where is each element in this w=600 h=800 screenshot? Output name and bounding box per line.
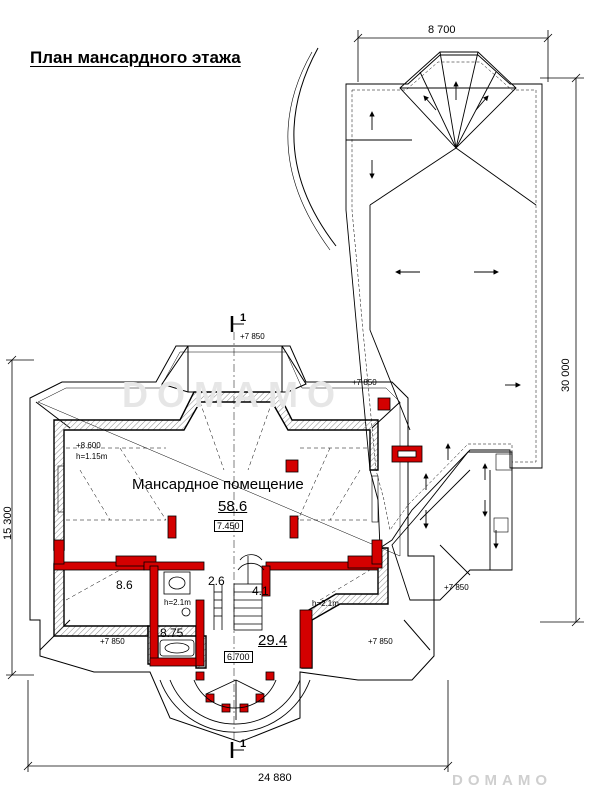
area-main: 58.6 (218, 498, 248, 515)
section-mark-top: 1 (240, 312, 247, 324)
level-main: 7.450 (214, 520, 243, 532)
slope-arrows (369, 81, 521, 549)
room-name-main: Мансардное помещение (132, 476, 304, 493)
height-left: h=1.15m (76, 452, 108, 461)
round-bay (159, 679, 311, 733)
page-title: План мансардного этажа (30, 48, 241, 67)
dim-left-height: 15 300 (2, 506, 14, 540)
height-right: h=2.1m (312, 599, 339, 608)
level-right-lower: +7 850 (444, 583, 469, 592)
dimension-lines (6, 30, 584, 772)
level-right-upper: +7 850 (352, 378, 377, 387)
bathroom-fixtures (159, 571, 195, 657)
height-bath: h=2.1m (164, 598, 191, 607)
level-bottom-right: +7 850 (368, 637, 393, 646)
area-bath: 8.75 (160, 626, 184, 640)
roof-projection-lines (65, 401, 371, 601)
level-south: 6.700 (224, 651, 253, 663)
watermark: DOMAMO (122, 374, 344, 415)
area-left: 8.6 (116, 578, 133, 592)
area-stair: 2.6 (208, 574, 225, 588)
level-top-gable: +7 850 (240, 332, 265, 341)
windows (57, 453, 513, 533)
dim-right-length: 30 000 (560, 358, 572, 392)
level-bottom-left: +7 850 (100, 637, 125, 646)
area-south: 29.4 (258, 632, 288, 649)
area-closet: 4.1 (252, 584, 269, 598)
terrace-arc (293, 47, 337, 247)
level-ridge: +8.600 (76, 441, 101, 450)
dim-top-width: 8 700 (428, 24, 456, 36)
stairs (213, 554, 265, 631)
red-walls (53, 397, 423, 713)
dim-bottom-width: 24 880 (258, 772, 292, 784)
section-mark-bottom: 1 (240, 738, 247, 750)
corner-watermark: DOMAMO (452, 772, 552, 789)
right-wing-roof (345, 51, 543, 601)
